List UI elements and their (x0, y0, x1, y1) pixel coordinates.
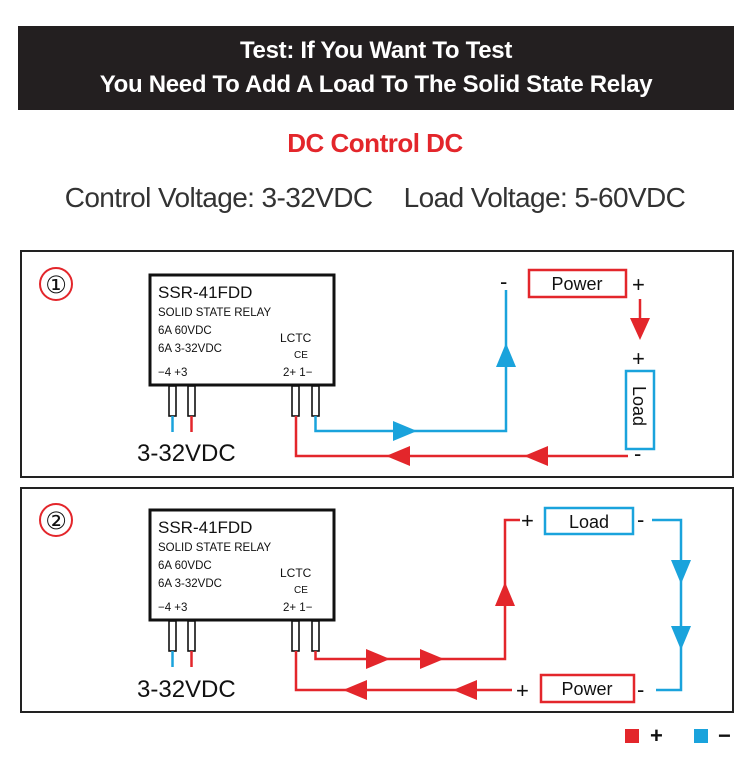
relay-model: SSR-41FDD (158, 518, 252, 537)
diagram-2: ② SSR-41FDD SOLID STATE RELAY 6A 60VDC 6… (20, 487, 734, 713)
pin-4 (168, 385, 177, 417)
red-arrow-left-1 (386, 446, 410, 466)
load-feed-wire (314, 518, 520, 661)
relay-rating-load: 6A 60VDC (158, 325, 212, 337)
relay-output-terminals: 2+ 1− (283, 367, 313, 379)
relay-body (148, 273, 336, 387)
pin-1 (311, 620, 320, 652)
power-source-box (527, 268, 628, 299)
relay-type: SOLID STATE RELAY (158, 307, 271, 319)
power-label: Power (561, 679, 612, 699)
load-label: Load (569, 512, 609, 532)
relay-type: SOLID STATE RELAY (158, 542, 271, 554)
pin-3 (187, 620, 196, 652)
blue-arrow-up (496, 343, 516, 367)
red-arrow-right-2 (420, 649, 444, 669)
blue-arrow-down-2 (671, 626, 691, 650)
red-arrow-left-1 (453, 680, 477, 700)
load-box (624, 369, 656, 451)
negative-wire (652, 518, 683, 692)
diagram-1-number: ① (45, 272, 67, 299)
input-voltage-label: 3-32VDC (137, 676, 236, 703)
voltage-specs: Control Voltage: 3-32VDC Load Voltage: 5… (0, 182, 750, 214)
power-source-box (539, 673, 636, 704)
red-arrow-left-2 (343, 680, 367, 700)
diagram-1: ① SSR-41FDD SOLID STATE RELAY 6A 60VDC 6… (20, 250, 734, 478)
negative-wire (314, 290, 508, 433)
red-arrow-right-1 (366, 649, 390, 669)
pin-1 (311, 385, 320, 417)
blue-arrow-right (393, 421, 417, 441)
control-voltage-spec: Control Voltage: 3-32VDC (64, 182, 373, 213)
pin-3 (187, 385, 196, 417)
positive-return-wire (294, 651, 512, 692)
relay-rating-control: 6A 3-32VDC (158, 343, 222, 355)
ce-mark-icon: CE (294, 585, 308, 596)
relay-rating-load: 6A 60VDC (158, 560, 212, 572)
load-label: Load (629, 386, 649, 426)
pin-2 (291, 385, 300, 417)
relay-module-2: SSR-41FDD SOLID STATE RELAY 6A 60VDC 6A … (148, 508, 336, 622)
load-plus-sign: + (632, 346, 645, 371)
input-voltage-label: 3-32VDC (137, 440, 236, 467)
relay-model: SSR-41FDD (158, 283, 252, 302)
load-box (543, 506, 635, 536)
positive-swatch (625, 729, 639, 743)
header-banner: Test: If You Want To Test You Need To Ad… (18, 26, 734, 110)
power-label: Power (551, 274, 602, 294)
relay-input-terminals: −4 +3 (158, 602, 187, 614)
blue-arrow-down-1 (671, 560, 691, 584)
positive-return-wire (294, 416, 628, 458)
load-voltage-spec: Load Voltage: 5-60VDC (403, 182, 686, 213)
power-minus-sign: - (500, 269, 507, 294)
power-minus-sign: - (637, 677, 644, 702)
negative-swatch (694, 729, 708, 743)
color-legend: + − (625, 723, 731, 748)
power-plus-sign: + (632, 272, 645, 297)
relay-pins-1 (168, 385, 320, 417)
header-line-1: Test: If You Want To Test (239, 37, 513, 64)
relay-output-terminals: 2+ 1− (283, 602, 313, 614)
red-arrow-left-2 (524, 446, 548, 466)
load-minus-sign: - (637, 507, 644, 532)
header-line-2: You Need To Add A Load To The Solid Stat… (99, 71, 653, 98)
control-type-title: DC Control DC (287, 128, 463, 158)
relay-input-terminals: −4 +3 (158, 367, 187, 379)
relay-brand: LCTC (280, 566, 312, 580)
negative-legend-label: − (718, 723, 731, 748)
relay-pins-2 (168, 620, 320, 652)
power-plus-sign: + (516, 678, 529, 703)
pin-4 (168, 620, 177, 652)
diagram-1-frame (20, 250, 734, 478)
relay-brand: LCTC (280, 331, 312, 345)
load-plus-sign: + (521, 508, 534, 533)
relay-body (148, 508, 336, 622)
positive-legend-label: + (650, 723, 663, 748)
red-arrow-down (630, 318, 650, 340)
red-arrow-up (495, 582, 515, 606)
diagram-1-number-badge (39, 267, 73, 301)
diagram-2-number: ② (45, 508, 67, 535)
ce-mark-icon: CE (294, 350, 308, 361)
relay-module-1: SSR-41FDD SOLID STATE RELAY 6A 60VDC 6A … (148, 273, 336, 387)
pin-2 (291, 620, 300, 652)
load-minus-sign: - (634, 441, 641, 466)
diagram-2-number-badge (39, 503, 73, 537)
diagram-2-frame (20, 487, 734, 713)
relay-rating-control: 6A 3-32VDC (158, 578, 222, 590)
